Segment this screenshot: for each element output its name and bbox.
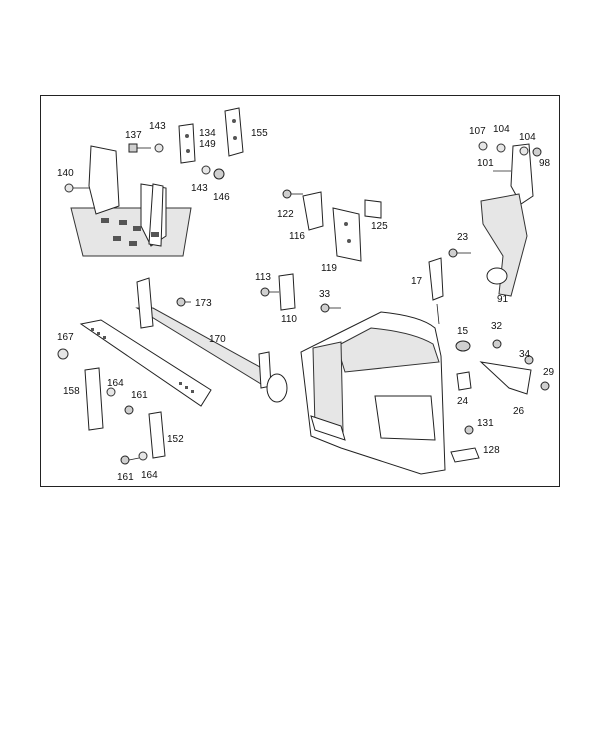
nut-107 (478, 141, 488, 151)
callout-122: 122 (277, 209, 294, 220)
bracket-26 (479, 361, 532, 395)
bumper-corner-housing (300, 303, 446, 475)
washer-104b (519, 146, 529, 156)
callout-17: 17 (411, 276, 423, 287)
callout-15: 15 (457, 326, 469, 337)
callout-107: 107 (469, 126, 486, 137)
part-155-plate (224, 107, 244, 157)
bolt-34 (524, 355, 534, 365)
callout-161a: 161 (131, 390, 148, 401)
callout-161b: 161 (117, 472, 134, 483)
callout-91: 91 (497, 294, 509, 305)
nut-146 (213, 168, 225, 180)
callout-143b: 143 (191, 183, 208, 194)
bracket-158 (84, 367, 104, 431)
bolt-29 (540, 381, 550, 391)
bolt-161b (120, 455, 130, 465)
clip-125 (364, 199, 382, 219)
callout-98: 98 (539, 158, 551, 169)
parts-diagram: 137 143 134 149 155 140 143 146 122 116 … (57, 107, 555, 483)
bolt-161a (124, 405, 134, 415)
washer-164b (138, 451, 148, 461)
callout-125: 125 (371, 221, 388, 232)
nut-15 (455, 340, 471, 352)
callout-104b: 104 (519, 132, 536, 143)
bolt-137 (128, 143, 151, 153)
plate-167 (79, 319, 212, 407)
bracket-91 (480, 143, 534, 297)
cross-member-170 (135, 277, 288, 403)
callout-155: 155 (251, 128, 268, 139)
callout-32: 32 (491, 321, 503, 332)
callout-33: 33 (319, 289, 331, 300)
callout-158: 158 (63, 386, 80, 397)
callout-131: 131 (477, 418, 494, 429)
bolt-173 (176, 297, 191, 307)
callout-24: 24 (457, 396, 469, 407)
bolt-131 (464, 425, 474, 435)
callout-110: 110 (281, 314, 297, 325)
callout-119: 119 (321, 263, 337, 274)
callout-143a: 143 (149, 121, 166, 132)
callout-170: 170 (209, 334, 226, 345)
callout-167: 167 (57, 332, 74, 343)
callout-164a: 164 (107, 378, 124, 389)
bracket-116 (302, 191, 324, 231)
callout-146: 146 (213, 192, 230, 203)
plate-119 (332, 207, 362, 262)
bolt-33 (320, 303, 341, 313)
callout-34: 34 (519, 349, 531, 360)
bracket-152 (148, 411, 166, 459)
washer-143b (201, 165, 211, 175)
callout-104a: 104 (493, 124, 510, 135)
callout-26: 26 (513, 406, 525, 417)
bolt-32 (492, 339, 502, 349)
callout-29: 29 (543, 367, 555, 378)
callout-113: 113 (255, 272, 271, 283)
clip-24 (456, 371, 472, 391)
bolt-23 (448, 248, 471, 258)
callout-173: 173 (195, 298, 212, 309)
callout-137: 137 (125, 130, 142, 141)
washer-104a (496, 143, 506, 153)
bolt-122 (282, 189, 303, 199)
callout-23: 23 (457, 232, 469, 243)
callout-164b: 164 (141, 470, 158, 481)
bracket-assembly (70, 145, 192, 257)
washer-164a (106, 387, 116, 397)
bracket-17 (428, 257, 444, 301)
bolt-98 (532, 147, 542, 157)
callout-149: 149 (199, 139, 216, 150)
callout-152: 152 (167, 434, 184, 445)
washer-167 (57, 348, 69, 360)
bolt-113 (260, 287, 279, 297)
part-134-plate (178, 123, 196, 164)
bracket-128 (450, 447, 480, 463)
nut-140 (64, 183, 74, 193)
callout-101: 101 (477, 158, 494, 169)
diagram-frame: 137 143 134 149 155 140 143 146 122 116 … (40, 95, 560, 487)
callout-134: 134 (199, 128, 216, 139)
callout-116: 116 (289, 231, 305, 242)
bracket-110 (278, 273, 296, 311)
washer-143a (154, 143, 164, 153)
callout-140: 140 (57, 168, 74, 179)
callout-128: 128 (483, 445, 500, 456)
